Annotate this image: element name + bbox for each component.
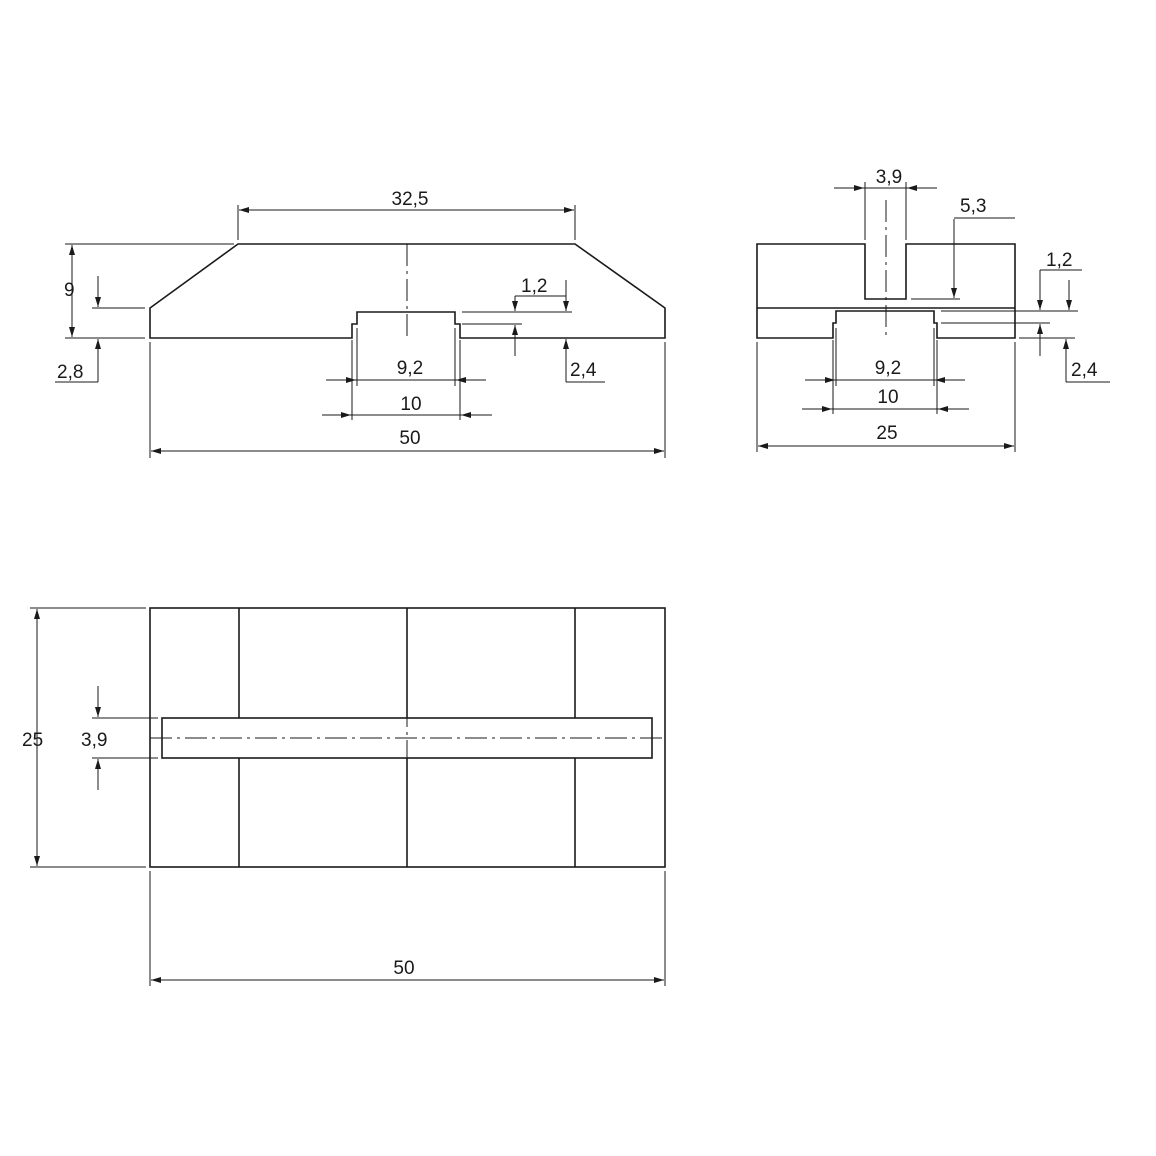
dim-label-slot-inner: 9,2 (397, 358, 423, 379)
dim-label-side-slot-outer: 10 (877, 387, 898, 408)
dim-label-side-slot-inner: 9,2 (875, 358, 901, 379)
dim-label-top-slot-width: 3,9 (81, 730, 107, 751)
dim-label-top-height: 25 (22, 730, 43, 751)
side-outline (756, 243, 1016, 339)
dim-label-side-depth: 2,4 (1071, 360, 1098, 381)
dim-label-top-total-width: 50 (393, 958, 414, 979)
front-view: 32,5 9 2,8 1,2 2,4 9,2 (55, 189, 666, 458)
dim-label-slot-depth: 2,4 (570, 360, 597, 381)
dim-label-top-width: 32,5 (392, 189, 429, 210)
top-view: 25 3,9 50 (22, 607, 666, 986)
dim-label-height: 9 (64, 280, 75, 301)
dim-label-side-lip: 1,2 (1046, 250, 1072, 271)
dim-label-side-slot-width: 3,9 (876, 167, 902, 188)
dim-label-total-width: 50 (399, 428, 420, 449)
front-outline (149, 243, 666, 339)
dim-label-slot-lip: 1,2 (521, 276, 547, 297)
dim-label-side-total-width: 25 (876, 423, 897, 444)
side-view: 3,9 5,3 1,2 2,4 9,2 10 (756, 167, 1110, 452)
dim-label-chamfer: 2,8 (57, 362, 83, 383)
dim-label-side-slot-depth: 5,3 (960, 196, 986, 217)
dim-label-slot-outer: 10 (400, 394, 421, 415)
